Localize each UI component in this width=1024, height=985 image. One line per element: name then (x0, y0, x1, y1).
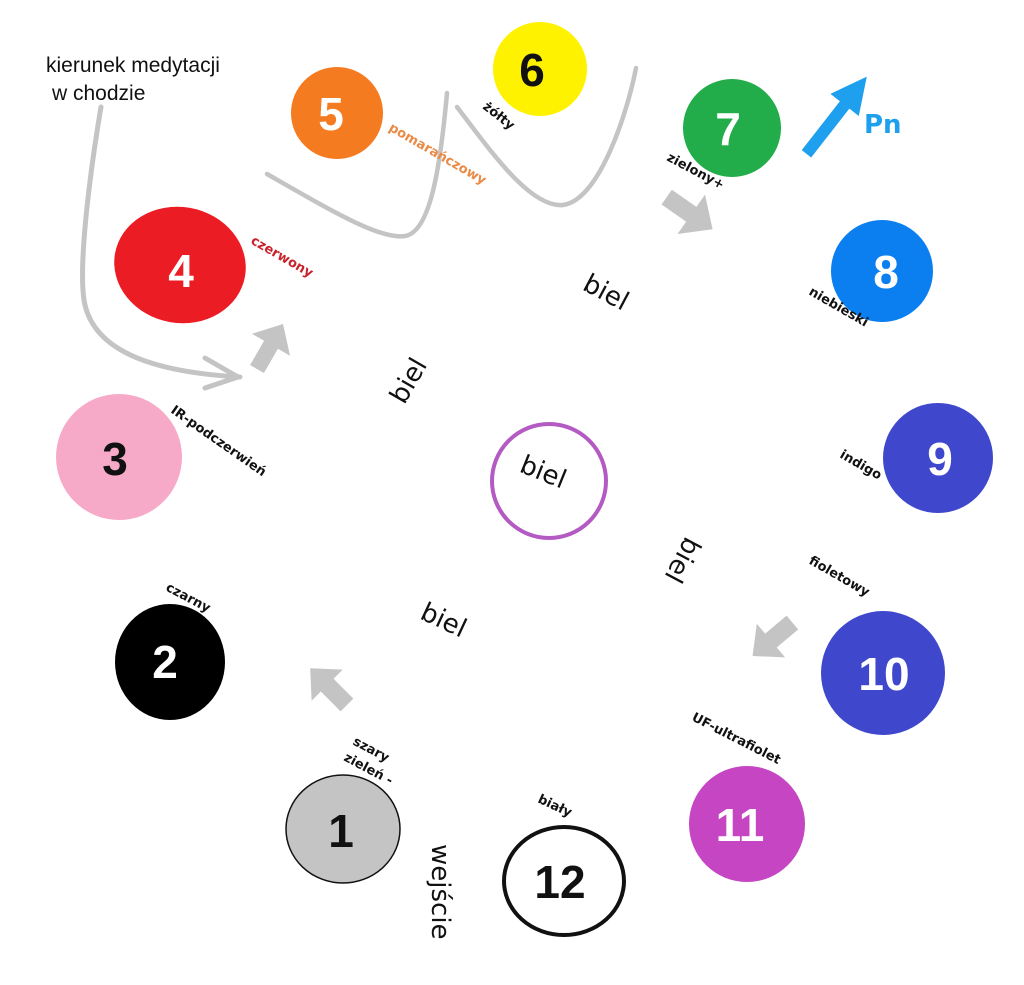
station-5[interactable]: 5 pomarańczowy (291, 67, 489, 189)
center-circle: biel (490, 422, 608, 540)
station-number: 9 (927, 433, 953, 485)
entrance-label: wejście (425, 844, 455, 940)
station-number: 5 (318, 88, 344, 140)
station-number: 8 (873, 246, 899, 298)
station-10[interactable]: 10 fioletowy (806, 553, 945, 735)
station-number: 6 (519, 44, 545, 96)
station-1[interactable]: 1 szary zieleń - (285, 734, 401, 884)
direction-arrow-down-left-icon (752, 615, 799, 658)
station-number: 11 (716, 799, 765, 851)
path-curve-1 (264, 90, 450, 239)
station-4[interactable]: 4 czerwony (105, 196, 316, 333)
walk-direction-arrowhead-icon (202, 355, 241, 391)
station-6[interactable]: 6 żółty (480, 22, 587, 134)
walk-direction-curve (80, 104, 243, 380)
station-number: 4 (168, 245, 194, 297)
direction-arrow-up-right-icon (250, 324, 291, 374)
station-number: 3 (102, 433, 128, 485)
station-number: 7 (715, 103, 741, 155)
biel-label-left: biel (384, 353, 433, 409)
station-number: 12 (534, 856, 585, 908)
north-arrow-icon (801, 76, 867, 158)
station-8[interactable]: 8 niebieski (806, 220, 933, 330)
direction-arrow-down-right-icon (661, 189, 713, 234)
station-label: czerwony (248, 233, 316, 281)
station-number: 2 (152, 636, 178, 688)
station-label: biały (535, 792, 574, 821)
station-9[interactable]: 9 indigo (837, 403, 993, 513)
annotation-line-1: kierunek medytacji (46, 54, 220, 77)
station-label: IR-podczerwień (168, 403, 269, 480)
north-label: Pn (864, 110, 902, 140)
path-curve-2 (454, 65, 639, 208)
station-label: fioletowy (806, 553, 872, 600)
station-number: 1 (328, 805, 354, 857)
station-label: indigo (837, 447, 884, 483)
station-2[interactable]: 2 czarny (115, 580, 225, 720)
station-7[interactable]: 7 zielony+ (664, 79, 781, 193)
station-11[interactable]: 11 UF-ultrafiolet (689, 710, 805, 882)
station-label: UF-ultrafiolet (689, 710, 783, 768)
biel-label-bottom-left: biel (416, 597, 471, 644)
annotation-line-2: w chodzie (51, 82, 145, 105)
station-number: 10 (858, 648, 909, 700)
station-3[interactable]: 3 IR-podczerwień (56, 394, 269, 520)
station-12[interactable]: 12 biały (502, 792, 626, 937)
biel-label-top-right: biel (578, 269, 634, 318)
direction-arrow-up-left-icon (310, 668, 354, 712)
biel-label-right: biel (658, 532, 707, 588)
